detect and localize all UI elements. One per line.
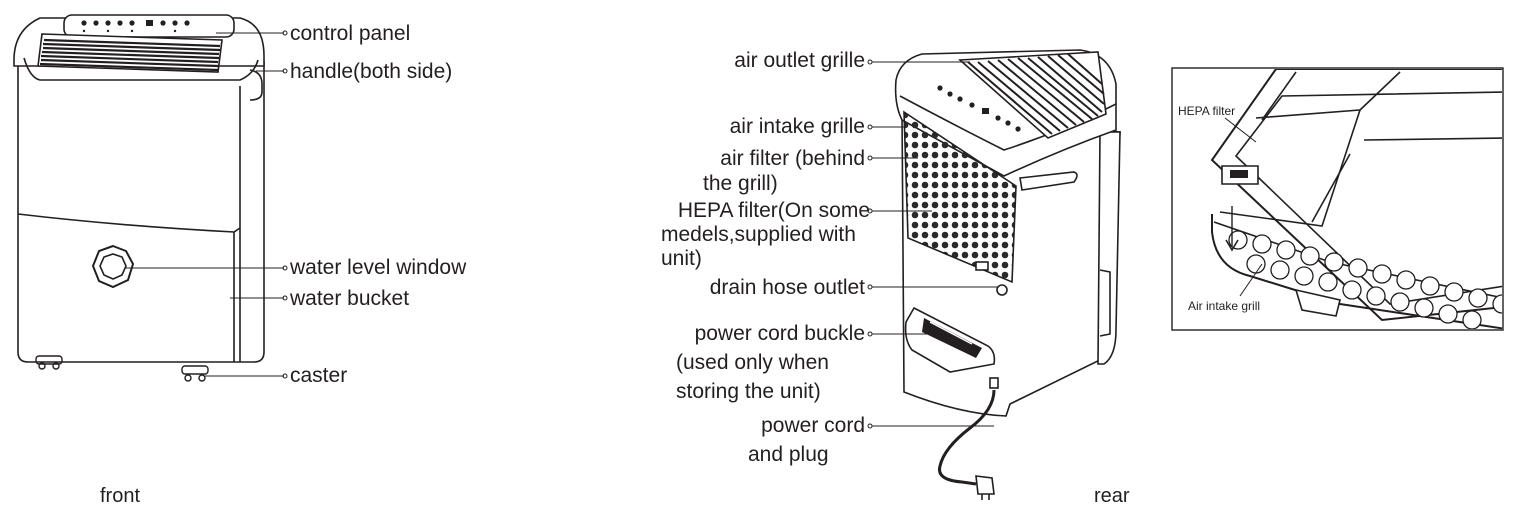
label-air-outlet-grille: air outlet grille	[734, 49, 865, 72]
front-leader-lines	[125, 30, 288, 379]
label-power-cord-line1: power cord	[761, 414, 865, 437]
label-hepa-line1: HEPA filter(On some	[677, 199, 870, 222]
label-air-filter-line1: air filter (behind	[720, 147, 865, 170]
front-dehumidifier-drawing	[13, 14, 265, 382]
label-power-cord-buckle-line2: (used only when	[676, 351, 829, 374]
label-air-filter-line2: the grill)	[703, 172, 778, 195]
caption-rear: rear	[1094, 485, 1130, 507]
label-air-intake-grille: air intake grille	[729, 115, 865, 138]
rear-dehumidifier-drawing	[894, 49, 1121, 500]
inset-label-hepa-filter: HEPA filter	[1178, 104, 1236, 118]
inset-label-air-intake-grill: Air intake grill	[1188, 299, 1261, 313]
rear-leader-lines	[867, 59, 998, 429]
label-caster: caster	[290, 364, 348, 387]
label-power-cord-buckle-line3: storing the unit)	[676, 380, 821, 403]
label-water-level-window: water level window	[290, 256, 467, 279]
label-hepa-line2: medels,supplied with	[661, 223, 856, 246]
caption-front: front	[100, 485, 141, 507]
inset-filter-detail	[1171, 67, 1504, 331]
label-handle: handle(both side)	[290, 60, 453, 83]
label-drain-hose-outlet: drain hose outlet	[709, 276, 865, 299]
label-power-cord-buckle-line1: power cord buckle	[694, 322, 865, 345]
label-control-panel: control panel	[290, 22, 411, 45]
label-water-bucket: water bucket	[290, 287, 410, 310]
label-power-cord-line2: and plug	[748, 443, 829, 466]
label-hepa-line3: unit)	[661, 247, 702, 270]
